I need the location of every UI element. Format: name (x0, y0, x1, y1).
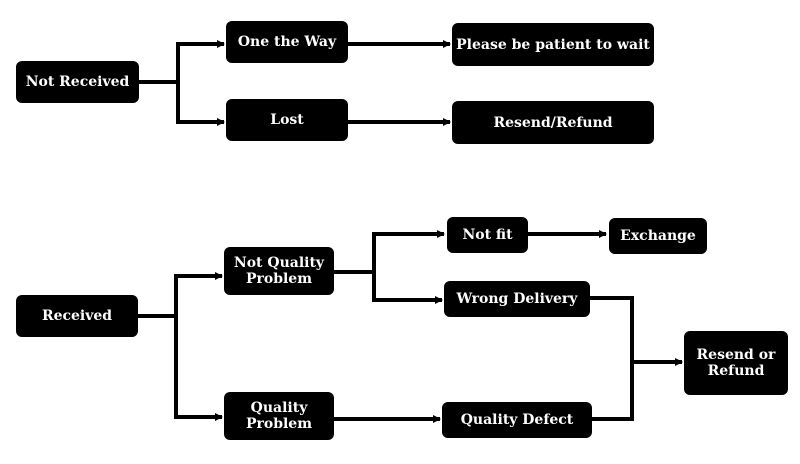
node-wrong-delivery: Wrong Delivery (444, 281, 590, 317)
node-resend-or-refund-label-line1: Resend or (696, 347, 776, 363)
node-lost-label: Lost (270, 112, 304, 128)
node-quality-defect-label: Quality Defect (460, 412, 574, 428)
node-lost: Lost (226, 99, 348, 141)
node-not-received: Not Received (16, 61, 139, 103)
node-not-fit-label: Not fit (462, 227, 513, 243)
node-received-label: Received (41, 308, 113, 324)
node-quality-defect: Quality Defect (442, 402, 592, 438)
node-not-quality-problem-label-line1: Not Quality (233, 255, 325, 271)
node-wrong-delivery-label: Wrong Delivery (456, 291, 578, 307)
node-not-quality-problem: Not Quality Problem (224, 247, 334, 295)
node-not-received-label: Not Received (25, 74, 130, 90)
node-be-patient: Please be patient to wait (452, 23, 654, 66)
node-resend-refund: Resend/Refund (452, 101, 654, 144)
node-not-quality-problem-label-line2: Problem (245, 271, 313, 287)
node-be-patient-label: Please be patient to wait (456, 36, 650, 53)
node-received: Received (16, 295, 138, 337)
node-quality-problem-label-line1: Quality (250, 400, 308, 416)
node-resend-or-refund: Resend or Refund (684, 331, 788, 395)
node-exchange-label: Exchange (620, 228, 696, 244)
node-resend-refund-label: Resend/Refund (493, 114, 613, 131)
node-not-fit: Not fit (447, 217, 528, 253)
node-quality-problem: Quality Problem (224, 392, 334, 440)
node-on-the-way-label: One the Way (237, 34, 337, 50)
connector-wrong-delivery-out (590, 296, 634, 421)
node-exchange: Exchange (609, 218, 707, 254)
node-resend-or-refund-label-line2: Refund (707, 363, 765, 379)
node-on-the-way: One the Way (226, 21, 348, 63)
node-quality-problem-label-line2: Problem (245, 416, 313, 432)
